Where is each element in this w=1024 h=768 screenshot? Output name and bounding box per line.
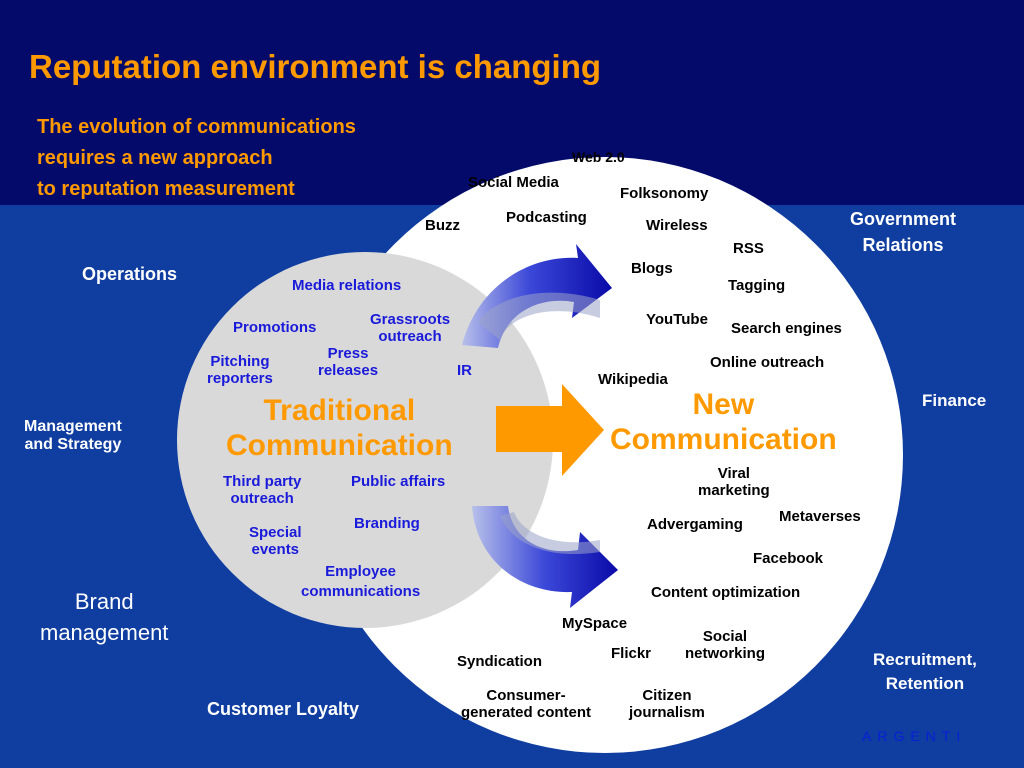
company-logo: ARGENTI — [862, 728, 967, 744]
item-line: Employee — [325, 563, 397, 580]
label-finance: Finance — [922, 391, 987, 410]
item-myspace: MySpace — [562, 615, 628, 632]
item-line: Grassroots — [370, 311, 451, 328]
item-buzz: Buzz — [425, 217, 460, 234]
item-advergaming: Advergaming — [647, 516, 743, 533]
traditional-communication-circle — [177, 252, 553, 628]
label-line: Management — [24, 418, 122, 435]
item-flickr: Flickr — [611, 645, 652, 662]
item-employee-communications: Employee communications — [301, 562, 420, 601]
label-government-relations: Government Relations — [850, 206, 956, 258]
heading-line: New — [692, 388, 755, 421]
item-line: Pitching — [210, 353, 270, 370]
item-wireless: Wireless — [646, 217, 708, 234]
item-line: Citizen — [642, 687, 692, 704]
item-facebook: Facebook — [753, 550, 824, 567]
heading-line: Communication — [610, 422, 837, 456]
item-rss: RSS — [733, 240, 764, 257]
label-management-strategy: Management and Strategy — [24, 418, 122, 453]
heading-line: Communication — [226, 428, 453, 462]
item-line: Consumer- — [486, 687, 566, 704]
label-recruitment-retention: Recruitment, Retention — [873, 648, 977, 696]
item-grassroots-outreach: Grassroots outreach — [370, 311, 451, 345]
item-blogs: Blogs — [631, 260, 673, 277]
label-customer-loyalty: Customer Loyalty — [207, 699, 360, 719]
slide-title: Reputation environment is changing — [29, 48, 602, 85]
item-press-releases: Press releases — [318, 345, 379, 379]
label-line: and Strategy — [24, 435, 122, 453]
label-line: Relations — [862, 235, 944, 256]
item-media-relations: Media relations — [292, 277, 402, 294]
item-line: communications — [301, 582, 421, 600]
item-viral-marketing: Viral marketing — [698, 465, 770, 499]
item-line: networking — [685, 644, 766, 662]
item-line: outreach — [230, 489, 294, 507]
item-search-engines: Search engines — [731, 320, 842, 337]
label-line: Government — [850, 209, 957, 229]
item-citizen-journalism: Citizen journalism — [629, 687, 705, 721]
item-special-events: Special events — [249, 524, 302, 558]
item-wikipedia: Wikipedia — [598, 371, 668, 388]
item-line: outreach — [378, 327, 442, 345]
item-online-outreach: Online outreach — [710, 354, 825, 371]
label-operations: Operations — [82, 264, 178, 284]
item-social-networking: Social networking — [685, 628, 766, 662]
item-line: Special — [249, 524, 302, 541]
bottom-arc-arrow — [472, 506, 618, 608]
slide-subtitle: The evolution of communications requires… — [37, 112, 356, 205]
orange-right-arrow — [496, 384, 604, 476]
label-line: Brand — [74, 589, 134, 614]
item-tagging: Tagging — [728, 277, 786, 294]
header-band — [0, 0, 1024, 205]
item-content-optimization: Content optimization — [651, 584, 801, 601]
item-line: events — [251, 540, 300, 558]
label-line: management — [40, 619, 169, 645]
item-web20: Web 2.0 — [572, 149, 625, 165]
traditional-heading: Traditional Communication — [226, 394, 453, 463]
subtitle-line: requires a new approach — [37, 147, 273, 169]
item-third-party-outreach: Third party outreach — [223, 473, 302, 507]
top-arc-shadow — [478, 292, 600, 340]
subtitle-line: The evolution of communications — [37, 116, 356, 138]
item-line: marketing — [698, 481, 770, 499]
item-line: Third party — [223, 473, 302, 490]
item-line: Viral — [717, 465, 750, 482]
item-consumer-generated-content: Consumer- generated content — [461, 687, 592, 721]
subtitle-line: to reputation measurement — [37, 178, 295, 200]
bottom-arc-shadow — [500, 512, 600, 555]
label-brand-management: Brand management — [40, 587, 168, 649]
item-pitching-reporters: Pitching reporters — [207, 353, 273, 387]
item-ir: IR — [457, 362, 472, 379]
item-social-media: Social Media — [468, 174, 559, 191]
item-public-affairs: Public affairs — [351, 473, 446, 490]
item-promotions: Promotions — [233, 319, 317, 336]
item-syndication: Syndication — [457, 653, 543, 670]
label-line: Recruitment, — [873, 650, 977, 669]
item-branding: Branding — [354, 515, 420, 532]
item-metaverses: Metaverses — [779, 508, 861, 525]
item-folksonomy: Folksonomy — [620, 185, 709, 202]
label-line: Retention — [885, 673, 965, 693]
item-youtube: YouTube — [646, 311, 708, 328]
item-line: reporters — [207, 369, 273, 387]
item-podcasting: Podcasting — [506, 209, 587, 226]
new-heading: New Communication — [610, 388, 837, 457]
heading-line: Traditional — [263, 394, 416, 427]
item-line: Press — [327, 345, 369, 362]
item-line: Social — [702, 628, 748, 645]
item-line: journalism — [629, 703, 705, 721]
item-line: generated content — [461, 703, 592, 721]
item-line: releases — [318, 361, 379, 379]
